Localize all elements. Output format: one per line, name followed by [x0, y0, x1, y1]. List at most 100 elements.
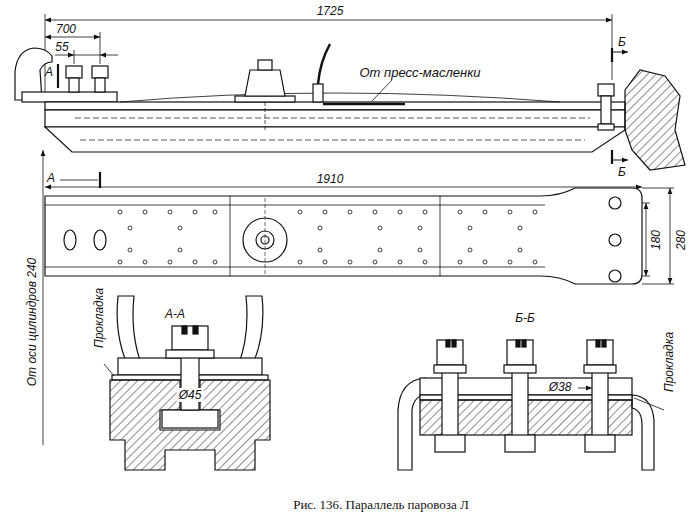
rivet-holes [468, 248, 472, 252]
drawing-label: А [47, 172, 55, 184]
section-b [446, 340, 606, 347]
section-a [117, 296, 142, 366]
rivet-holes [508, 210, 512, 214]
section-b [505, 435, 535, 452]
dimension-lines [612, 14, 613, 80]
guide-bar [80, 140, 585, 141]
rivet-holes [128, 226, 132, 230]
section-mark [612, 52, 628, 53]
oil-cup [313, 84, 323, 102]
section-a [104, 296, 270, 470]
guide-bar [45, 102, 625, 110]
rivet-holes [423, 260, 427, 264]
oil-cup [372, 80, 392, 101]
section-mark [612, 160, 628, 161]
drawing-label: Б-Б [515, 312, 535, 324]
rivet-holes [418, 226, 422, 230]
section-a [193, 326, 198, 334]
rivet-holes [178, 248, 182, 252]
rivet-holes [298, 210, 302, 214]
section-b [507, 340, 533, 365]
guide-bar [45, 93, 625, 152]
rivet-holes [458, 260, 462, 264]
section-mark [611, 150, 613, 164]
section-a [172, 326, 208, 350]
drawing-label: От пресс-масленки [359, 66, 480, 79]
rivet-holes [128, 248, 132, 252]
rear-bracket [598, 70, 685, 170]
rivet-holes [193, 210, 197, 214]
rivet-holes [468, 226, 472, 230]
rivet-holes [458, 210, 462, 214]
rivet-holes [518, 248, 522, 252]
rivet-holes [483, 260, 487, 264]
front-bracket [69, 78, 79, 92]
drawing-label: А-А [165, 308, 185, 320]
oil-cup [323, 103, 405, 106]
section-b [634, 398, 664, 410]
section-mark [57, 64, 59, 88]
section-mark [611, 48, 613, 62]
guide-bar [45, 127, 625, 152]
section-b [446, 340, 450, 347]
section-b [578, 388, 592, 389]
oil-cup [235, 96, 295, 102]
section-b [452, 340, 456, 347]
rivet-holes [418, 248, 422, 252]
rivet-holes [143, 210, 147, 214]
rivet-holes [213, 260, 217, 264]
guide-bar-plan [609, 197, 621, 209]
guide-bar [45, 110, 625, 127]
front-bracket [15, 48, 117, 102]
rivet-holes [348, 210, 352, 214]
dimension-lines [43, 150, 44, 445]
dimension-text: 280 [675, 230, 687, 250]
section-a [166, 350, 214, 358]
section-b [522, 340, 526, 347]
section-b [504, 365, 536, 373]
guide-bar-plan [230, 196, 231, 276]
rivet-holes [178, 226, 182, 230]
rivet-holes [373, 260, 377, 264]
dimension-lines [99, 172, 101, 188]
front-bracket [95, 78, 105, 92]
section-b [434, 365, 466, 373]
section-b [435, 435, 465, 452]
section-b [632, 395, 654, 470]
oil-cup [265, 102, 266, 132]
rivet-holes [378, 226, 382, 230]
drawing-label: Б [618, 36, 626, 48]
guide-bar-plan [94, 230, 106, 250]
section-b [434, 340, 616, 452]
drawing-label: 700 [56, 23, 76, 35]
drawing-label: 55 [55, 41, 68, 53]
dimension-text: Прокладка [93, 288, 105, 348]
rivet-holes [348, 260, 352, 264]
section-b [596, 340, 600, 347]
rivet-holes [323, 260, 327, 264]
drawing-label: А [45, 66, 53, 78]
drawing-label: Б [618, 166, 626, 178]
dimension-lines [45, 37, 100, 38]
front-bracket [92, 66, 108, 78]
section-a [182, 326, 187, 334]
drawing-label: 1725 [317, 5, 344, 17]
guide-bar-plan [609, 234, 621, 246]
section-b [442, 365, 458, 445]
rivet-holes [398, 260, 402, 264]
oil-cup [258, 60, 272, 70]
rivet-holes [298, 260, 302, 264]
dimension-lines [45, 20, 612, 21]
guide-bar-plan [45, 205, 545, 206]
guide-bar [75, 118, 590, 119]
dimension-lines [100, 55, 118, 56]
rivet-holes [518, 226, 522, 230]
guide-bar-plan [45, 267, 545, 268]
dimension-lines [45, 187, 642, 188]
rivet-holes [168, 260, 172, 264]
section-b [592, 365, 608, 445]
front-bracket [22, 92, 117, 102]
figure-caption: Рис. 136. Параллель паровоза Л [293, 498, 469, 511]
rivet-holes [533, 260, 537, 264]
rivet-holes [318, 226, 322, 230]
